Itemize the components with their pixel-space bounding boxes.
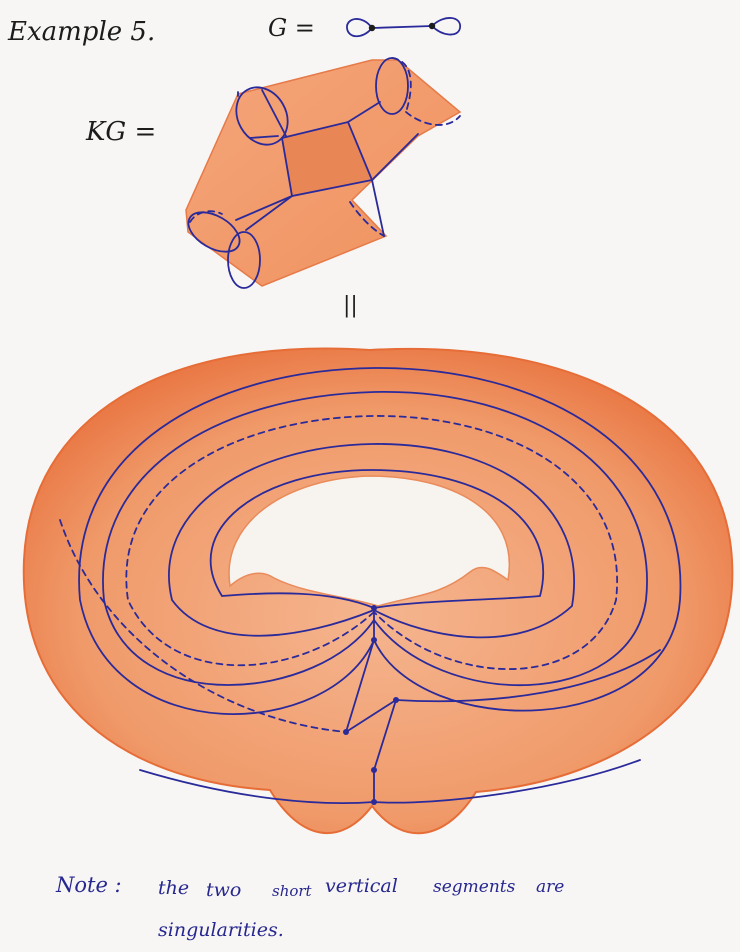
g-label: G = [268,14,315,42]
kg-label: KG = [85,117,156,147]
note-word-2: two [206,879,241,901]
kg-surface [185,57,462,289]
torus-loops [59,367,682,805]
note-word-5: segments [433,877,516,897]
equals-mark: || [343,293,358,318]
note-line-2: singularities. [158,919,284,941]
note-word-6: are [536,877,564,897]
torus-surface [22,347,734,835]
note: Note : the two short vertical segments a… [55,873,564,941]
note-label: Note : [55,873,122,897]
note-word-1: the [158,877,189,899]
graph-g [346,17,461,38]
note-word-4: vertical [325,875,398,897]
example-title: Example 5. [7,17,155,47]
note-word-3: short [272,882,313,900]
